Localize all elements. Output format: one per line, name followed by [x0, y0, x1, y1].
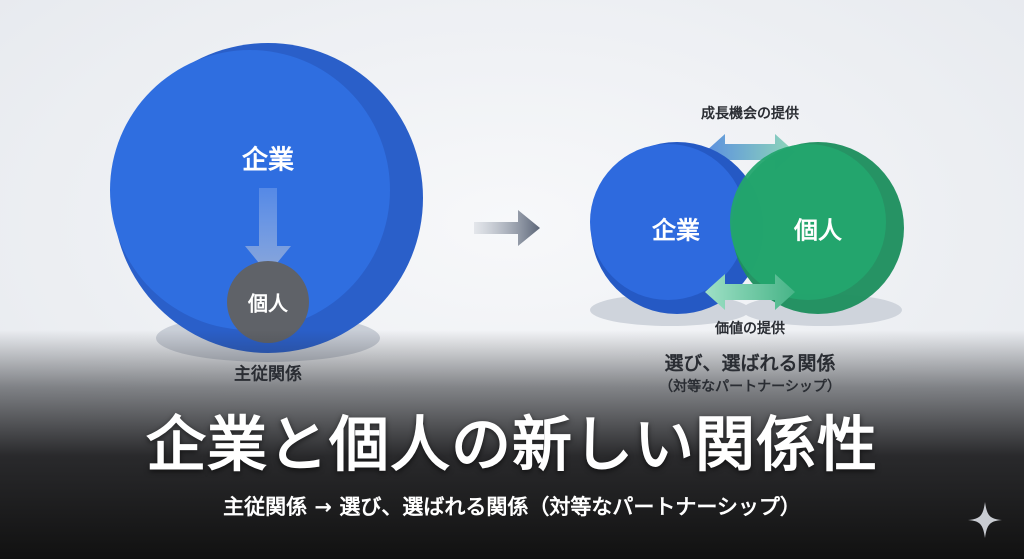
right-individual-label: 個人: [794, 216, 842, 245]
left-caption: 主従関係: [234, 364, 302, 385]
page-title: 企業と個人の新しい関係性: [146, 410, 878, 481]
left-individual-label: 個人: [248, 291, 288, 316]
right-caption-sub: （対等なパートナーシップ）: [659, 379, 841, 395]
left-company-label: 企業: [241, 145, 295, 176]
page-subtitle: 主従関係 → 選び、選ばれる関係（対等なパートナーシップ）: [223, 495, 801, 519]
right-caption: 選び、選ばれる関係: [664, 352, 836, 375]
sparkle-icon: [968, 502, 1002, 538]
down-arrow-icon: [245, 188, 291, 274]
value-arrow-icon: [705, 274, 795, 310]
individual-circle: [227, 261, 309, 343]
growth-arrow-icon: [705, 134, 795, 170]
transition-arrow-icon: [474, 210, 540, 246]
right-company-label: 企業: [652, 216, 700, 245]
top-arrow-label: 成長機会の提供: [701, 106, 799, 122]
right-diagram: [590, 134, 904, 326]
bottom-arrow-label: 価値の提供: [715, 321, 785, 337]
bottom-gradient-overlay: [0, 330, 1024, 559]
